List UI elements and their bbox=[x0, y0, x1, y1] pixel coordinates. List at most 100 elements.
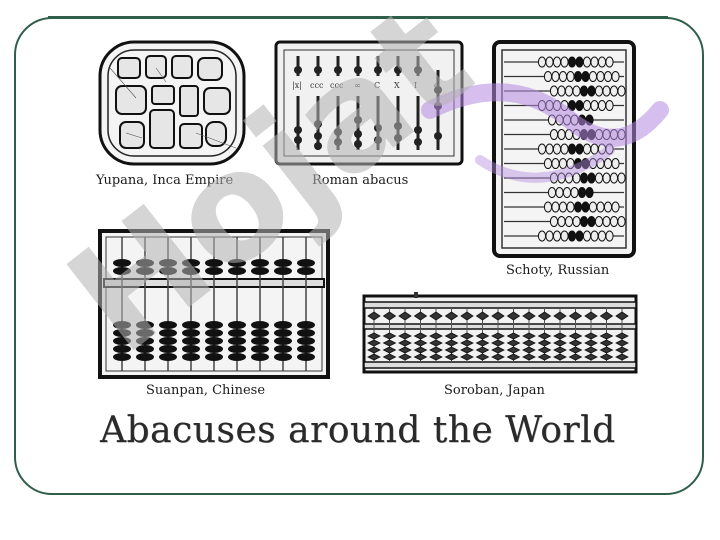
svg-text:∞: ∞ bbox=[354, 81, 361, 90]
svg-text:C: C bbox=[374, 81, 380, 90]
soroban-bead bbox=[475, 346, 490, 354]
suanpan-bead bbox=[205, 259, 223, 267]
soroban-bead bbox=[553, 339, 567, 347]
suanpan-bead bbox=[274, 267, 292, 275]
soroban-bead bbox=[599, 311, 614, 321]
soroban-bead bbox=[553, 311, 567, 321]
soroban-bead bbox=[460, 311, 474, 321]
soroban-bead bbox=[444, 346, 459, 354]
soroban-bead bbox=[460, 346, 474, 354]
suanpan-bead bbox=[113, 267, 131, 275]
soroban-bead bbox=[568, 353, 583, 361]
suanpan-bead bbox=[136, 345, 154, 353]
suanpan-bead bbox=[228, 345, 246, 353]
soroban-bead bbox=[599, 339, 614, 347]
soroban-bead bbox=[382, 353, 397, 361]
suanpan-bead bbox=[205, 267, 223, 275]
soroban-bead bbox=[506, 346, 521, 354]
suanpan-bead bbox=[228, 329, 246, 337]
soroban-bead bbox=[413, 339, 428, 347]
suanpan-bead bbox=[182, 321, 200, 329]
schoty-bead bbox=[585, 187, 594, 198]
schoty-bead bbox=[582, 230, 592, 242]
soroban-bead bbox=[460, 353, 474, 361]
soroban-bead bbox=[584, 339, 598, 347]
soroban-bead bbox=[491, 332, 505, 340]
suanpan-bead bbox=[228, 321, 246, 329]
soroban-illustration bbox=[362, 292, 638, 374]
suanpan-bead bbox=[136, 329, 154, 337]
suanpan-bead bbox=[159, 329, 177, 337]
soroban-bead bbox=[568, 339, 583, 347]
schoty-bead bbox=[605, 230, 614, 242]
schoty-bead bbox=[611, 201, 620, 213]
soroban-bead bbox=[506, 311, 521, 321]
soroban-bead bbox=[444, 339, 459, 347]
soroban-bead bbox=[506, 353, 521, 361]
suanpan-bead bbox=[251, 329, 269, 337]
soroban-bead bbox=[460, 339, 474, 347]
soroban-bead bbox=[522, 311, 536, 321]
schoty-caption: Schoty, Russian bbox=[506, 263, 610, 278]
suanpan-bead bbox=[136, 259, 154, 267]
soroban-bead bbox=[522, 346, 536, 354]
suanpan-bead bbox=[205, 353, 223, 361]
soroban-bead bbox=[475, 339, 490, 347]
soroban-bead bbox=[429, 353, 443, 361]
soroban-bead bbox=[367, 346, 381, 354]
suanpan-bead bbox=[182, 259, 200, 267]
suanpan-bead bbox=[297, 329, 315, 337]
suanpan-bead bbox=[136, 321, 154, 329]
suanpan-caption: Suanpan, Chinese bbox=[146, 383, 266, 398]
soroban-bead bbox=[398, 332, 412, 340]
suanpan-bead bbox=[297, 345, 315, 353]
soroban-bead bbox=[367, 332, 381, 340]
svg-text:ccc: ccc bbox=[330, 81, 344, 90]
schoty-bead bbox=[537, 230, 547, 242]
suanpan-bead bbox=[113, 321, 131, 329]
schoty-bead bbox=[617, 216, 626, 227]
schoty-bead bbox=[567, 230, 577, 242]
soroban-bead bbox=[382, 339, 397, 347]
suanpan-bead bbox=[228, 337, 246, 345]
svg-text:X: X bbox=[394, 81, 400, 90]
soroban-bead bbox=[413, 332, 428, 340]
suanpan-bead bbox=[159, 345, 177, 353]
soroban-bead bbox=[475, 353, 490, 361]
suanpan-bead bbox=[159, 337, 177, 345]
soroban-bead bbox=[553, 332, 567, 340]
soroban-bead bbox=[475, 332, 490, 340]
suanpan-illustration bbox=[98, 229, 330, 379]
purple-watermark-swirl bbox=[421, 83, 669, 183]
roman-abacus-caption: Roman abacus bbox=[312, 173, 409, 188]
suanpan-bead bbox=[136, 353, 154, 361]
suanpan-bead bbox=[159, 267, 177, 275]
soroban-bead bbox=[382, 346, 397, 354]
soroban-bead bbox=[413, 353, 428, 361]
schoty-bead bbox=[552, 230, 562, 242]
soroban-bead bbox=[537, 332, 552, 340]
soroban-bead bbox=[491, 339, 505, 347]
soroban-bead bbox=[522, 332, 536, 340]
soroban-bead bbox=[568, 346, 583, 354]
soroban-bead bbox=[522, 353, 536, 361]
suanpan-bead bbox=[274, 329, 292, 337]
suanpan-bead bbox=[182, 329, 200, 337]
suanpan-bead bbox=[274, 345, 292, 353]
soroban-bead bbox=[553, 353, 567, 361]
suanpan-bead bbox=[113, 337, 131, 345]
soroban-bead bbox=[506, 339, 521, 347]
suanpan-bead bbox=[159, 353, 177, 361]
soroban-bead bbox=[382, 311, 397, 321]
soroban-bead bbox=[491, 311, 505, 321]
soroban-bead bbox=[506, 332, 521, 340]
schoty-bead bbox=[545, 230, 554, 242]
soroban-bead bbox=[537, 339, 552, 347]
schoty-bead bbox=[560, 230, 569, 242]
schoty-bead bbox=[590, 230, 599, 242]
soroban-bead bbox=[599, 332, 614, 340]
soroban-bead bbox=[537, 311, 552, 321]
soroban-bead bbox=[553, 346, 567, 354]
schoty-bead bbox=[617, 85, 626, 97]
soroban-bead bbox=[398, 346, 412, 354]
